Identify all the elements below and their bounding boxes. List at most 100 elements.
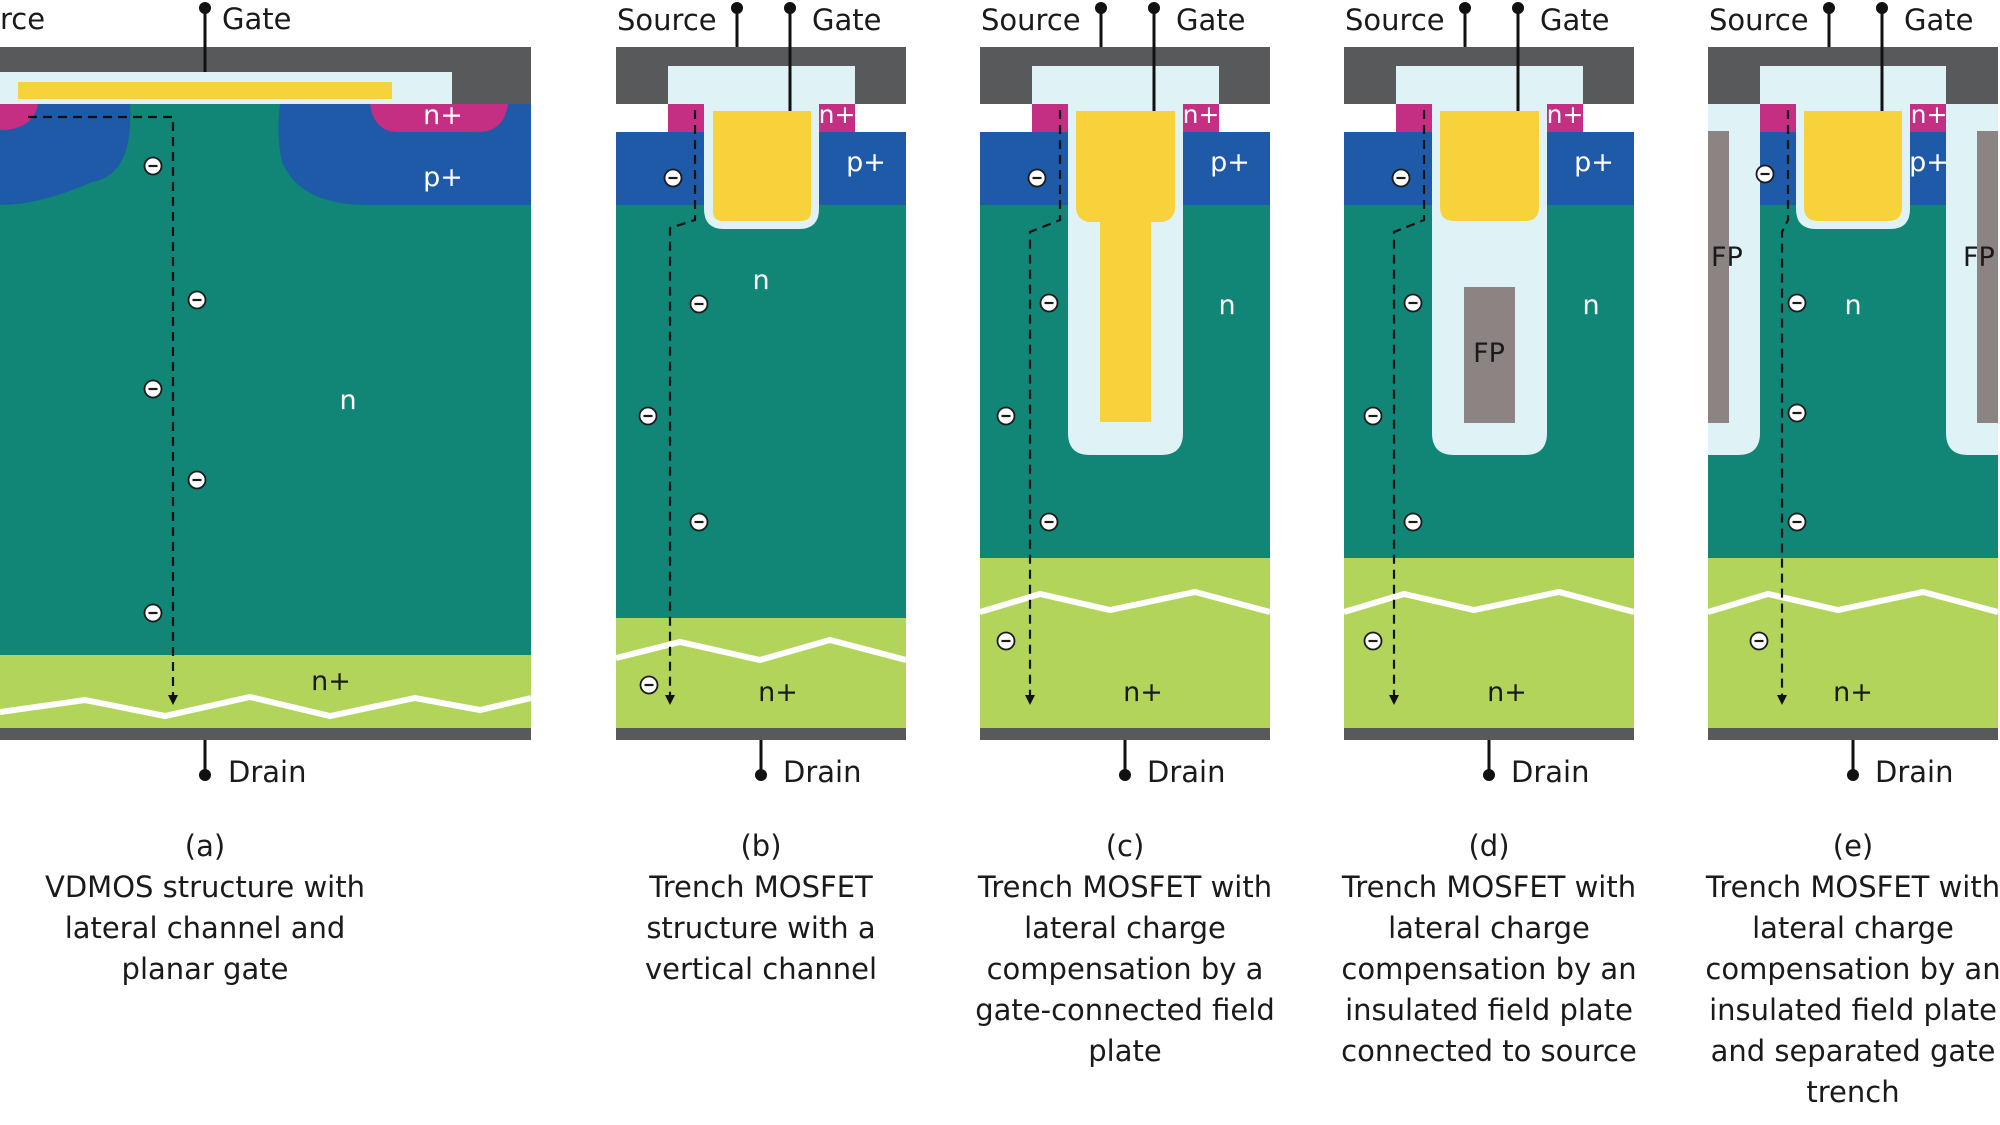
panel-a-drain-terminal-icon bbox=[199, 769, 211, 781]
panel-a-n-plus-right bbox=[370, 104, 508, 132]
panel-c-electron-1 bbox=[1027, 168, 1047, 188]
panel-c-caption: (c) Trench MOSFET with lateral charge co… bbox=[955, 826, 1295, 1072]
panel-e-source-label: Source bbox=[1709, 3, 1809, 37]
panel-e-drain-terminal-icon bbox=[1847, 769, 1859, 781]
panel-d-electron-1 bbox=[1391, 168, 1411, 188]
panel-a-n-plus-label: n+ bbox=[423, 100, 463, 131]
panel-b-gate-electrode bbox=[713, 111, 811, 221]
panel-d-electron-3 bbox=[1363, 406, 1383, 426]
panel-e-p-plus-label: p+ bbox=[1909, 147, 1949, 178]
panel-a-electron-2 bbox=[187, 290, 207, 310]
panel-e-gate-label: Gate bbox=[1904, 3, 1973, 37]
panel-b-p-plus-label: p+ bbox=[846, 147, 886, 178]
panel-e-letter: (e) bbox=[1832, 829, 1874, 863]
panel-b-zigzag bbox=[615, 636, 907, 664]
panel-a-electron-3 bbox=[143, 379, 163, 399]
panel-b-source-label: Source bbox=[617, 3, 717, 37]
panel-c-electron-4 bbox=[1039, 512, 1059, 532]
panel-d-caption: (d) Trench MOSFET with lateral charge co… bbox=[1319, 826, 1659, 1072]
panel-b-n-plus-left bbox=[668, 104, 704, 132]
panel-b-drain-terminal-icon bbox=[755, 769, 767, 781]
panel-b-drift-region bbox=[616, 205, 906, 618]
panel-c-gate-label: Gate bbox=[1176, 3, 1245, 37]
panel-e-electron-1 bbox=[1755, 164, 1775, 184]
panel-b-gate-terminal-icon bbox=[784, 2, 796, 14]
panel-c-electron-3 bbox=[996, 406, 1016, 426]
panel-c-electron-path bbox=[1025, 110, 1062, 705]
panel-e-n-label: n bbox=[1844, 290, 1861, 321]
panel-e-gate-terminal-icon bbox=[1876, 2, 1888, 14]
panel-c-letter: (c) bbox=[1105, 829, 1145, 863]
panel-c-zigzag bbox=[979, 588, 1271, 615]
panel-a-gate-terminal-icon bbox=[199, 2, 211, 14]
panel-c-gate-terminal-icon bbox=[1148, 2, 1160, 14]
panel-d-n-plus-right bbox=[1547, 104, 1583, 132]
panel-d-structure: Source Gate Drain n+ p+ n FP n+ bbox=[1343, 2, 1635, 789]
panel-d-fp-label: FP bbox=[1473, 338, 1505, 369]
panel-e-drain-metal bbox=[1708, 728, 1998, 740]
panel-e-electron-3 bbox=[1787, 403, 1807, 423]
panel-e-left-field-plate bbox=[1708, 131, 1729, 423]
panel-c-structure: Source Gate Drain n+ p+ n n+ bbox=[979, 2, 1271, 789]
panel-e-electron-5 bbox=[1749, 631, 1769, 651]
panel-e-electron-2 bbox=[1787, 293, 1807, 313]
panel-d-drain-label: Drain bbox=[1511, 755, 1589, 789]
panel-c-p-plus-label: p+ bbox=[1210, 147, 1250, 178]
panel-d-gate-label: Gate bbox=[1540, 3, 1609, 37]
panel-b-n-plus-right bbox=[819, 104, 855, 132]
panel-d-description: Trench MOSFET with lateral charge compen… bbox=[1341, 870, 1637, 1068]
panel-b-source-terminal-icon bbox=[731, 2, 743, 14]
panel-a-gate-electrode bbox=[18, 82, 392, 99]
panel-e-source-terminal-icon bbox=[1823, 2, 1835, 14]
panel-a-gate-label: Gate bbox=[222, 2, 291, 36]
panel-d-electron-5 bbox=[1363, 631, 1383, 651]
panel-b-electron-5 bbox=[639, 675, 659, 695]
panel-e-fp-label-left: FP bbox=[1711, 242, 1743, 273]
panel-c-source-terminal-icon bbox=[1095, 2, 1107, 14]
panel-b-structure: Source Gate Drain n+ p+ n n+ bbox=[615, 2, 907, 789]
panel-d-drain-metal bbox=[1344, 728, 1634, 740]
panel-d-n-plus-label: n+ bbox=[1547, 100, 1584, 129]
panel-a-zigzag bbox=[0, 693, 532, 720]
panel-d-source-terminal-icon bbox=[1459, 2, 1471, 14]
panel-e-fp-label-right: FP bbox=[1963, 242, 1995, 273]
panel-e-caption: (e) Trench MOSFET with lateral charge co… bbox=[1683, 826, 2000, 1113]
panel-e-electron-4 bbox=[1787, 512, 1807, 532]
panel-d-zigzag bbox=[1343, 588, 1635, 615]
panel-a-n-plus-left bbox=[0, 104, 38, 130]
panel-b-electron-3 bbox=[638, 406, 658, 426]
panel-b-gate-label: Gate bbox=[812, 3, 881, 37]
panel-a-n-label: n bbox=[339, 385, 356, 416]
panel-c-n-plus-substrate-label: n+ bbox=[1123, 677, 1163, 708]
panel-e-n-plus-label: n+ bbox=[1911, 100, 1948, 129]
panel-e-drain-label: Drain bbox=[1875, 755, 1953, 789]
panel-a-description: VDMOS structure with lateral channel and… bbox=[45, 870, 365, 986]
panel-a-electron-4 bbox=[187, 470, 207, 490]
panel-c-n-label: n bbox=[1218, 290, 1235, 321]
panel-e-right-field-plate bbox=[1977, 131, 1998, 423]
panel-b-electron-path bbox=[665, 110, 697, 705]
panel-e-structure: Source Gate Drain n+ p+ n FP FP n+ bbox=[1707, 2, 1999, 789]
panel-a-drain-label: Drain bbox=[228, 755, 306, 789]
panel-b-n-label: n bbox=[752, 265, 769, 296]
panel-e-gate-electrode bbox=[1804, 111, 1902, 221]
panel-c-description: Trench MOSFET with lateral charge compen… bbox=[975, 870, 1275, 1068]
panel-a-caption: (a) VDMOS structure with lateral channel… bbox=[35, 826, 375, 990]
panel-b-caption: (b) Trench MOSFET structure with a verti… bbox=[591, 826, 931, 990]
panel-d-p-plus-label: p+ bbox=[1574, 147, 1614, 178]
panel-d-drain-terminal-icon bbox=[1483, 769, 1495, 781]
panel-e-description: Trench MOSFET with lateral charge compen… bbox=[1705, 870, 2000, 1109]
panel-a-p-plus-label: p+ bbox=[423, 162, 463, 193]
panel-c-drain-metal bbox=[980, 728, 1270, 740]
panel-b-drain-label: Drain bbox=[783, 755, 861, 789]
panel-d-gate-electrode bbox=[1440, 111, 1539, 221]
panel-e-n-plus-right bbox=[1910, 104, 1946, 132]
panel-a-electron-5 bbox=[143, 603, 163, 623]
panel-a-p-plus-left bbox=[0, 104, 131, 205]
panel-b-description: Trench MOSFET structure with a vertical … bbox=[644, 870, 878, 986]
panel-d-electron-path bbox=[1389, 110, 1426, 705]
panel-d-letter: (d) bbox=[1468, 829, 1510, 863]
panel-b-n-plus-substrate-label: n+ bbox=[758, 677, 798, 708]
panel-b-n-plus-label: n+ bbox=[819, 100, 856, 129]
panel-a-electron-1 bbox=[143, 156, 163, 176]
